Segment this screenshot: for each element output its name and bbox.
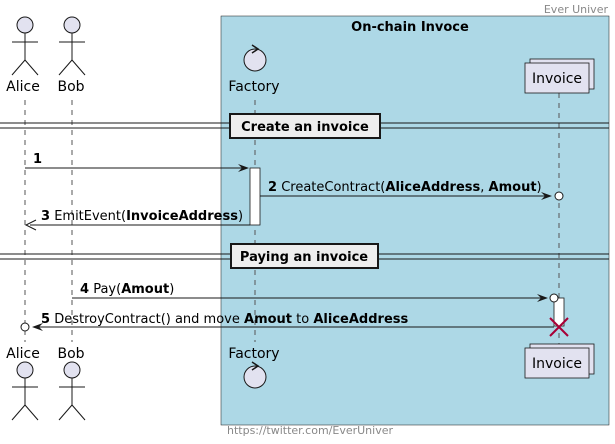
message-2-param-1: AliceAddress [385,180,480,195]
factory-activation [249,167,261,226]
message-4-label: 4 Pay(Amout) [80,282,174,297]
factory-label-bottom: Factory [228,346,279,362]
factory-label-top: Factory [228,79,279,95]
factory-control-icon-top [243,44,267,72]
message-4-text-pre: Pay( [93,282,121,297]
message-3-label: 3 EmitEvent(InvoiceAddress) [41,209,243,224]
message-3-number: 3 [41,209,50,224]
message-2-text-post: ) [537,180,542,195]
header-watermark: Ever Univer [544,3,609,16]
message-4-circle [549,293,559,303]
message-1-number: 1 [33,152,42,167]
message-1-arrowhead [238,164,249,172]
message-5-text-pre: DestroyContract() and move [54,312,244,327]
invoice-label-top: Invoice [532,71,582,87]
alice-label-top: Alice [6,79,40,95]
message-2-arrowhead [541,192,552,200]
message-4-text-post: ) [169,282,174,297]
message-2-text-pre: CreateContract( [281,180,385,195]
message-4-number: 4 [80,282,89,297]
message-2-number: 2 [268,180,277,195]
message-3-text-pre: EmitEvent( [54,209,126,224]
message-4-arrowhead [537,294,548,302]
message-5-label: 5 DestroyContract() and move Amout to Al… [41,312,408,327]
bob-actor-bottom [58,361,86,421]
message-5-arrowhead [32,323,43,331]
message-2-create-circle [554,191,564,201]
invoice-collection-top [524,58,595,94]
message-2-label: 2 CreateContract(AliceAddress, Amout) [268,180,542,195]
message-3-text-post: ) [238,209,243,224]
divider-paying [0,243,609,269]
bob-label-bottom: Bob [57,346,84,362]
bob-label-top: Bob [57,79,84,95]
divider-create [0,113,609,139]
message-2-text-mid: , [480,180,488,195]
message-3-arrowhead [24,219,37,231]
message-4-param-1: Amout [121,282,169,297]
alice-actor-top [11,16,39,76]
message-2-param-2: Amout [489,180,537,195]
on-chain-box-title: On-chain Invoce [351,20,469,35]
alice-label-bottom: Alice [6,346,40,362]
divider-paying-label: Paying an invoice [240,250,368,265]
message-5-number: 5 [41,312,50,327]
divider-create-label: Create an invoice [241,120,369,135]
message-5-text-mid: to [292,312,313,327]
message-5-circle [20,322,30,332]
message-3-param-1: InvoiceAddress [126,209,238,224]
invoice-label-bottom: Invoice [532,356,582,372]
factory-control-icon-bottom [243,361,267,389]
message-5-param-2: AliceAddress [313,312,408,327]
invoice-collection-bottom [524,343,595,379]
footer-watermark: https://twitter.com/EverUniver [227,424,394,437]
bob-actor-top [58,16,86,76]
destroy-icon [549,317,569,337]
message-5-param-1: Amout [244,312,292,327]
alice-actor-bottom [11,361,39,421]
